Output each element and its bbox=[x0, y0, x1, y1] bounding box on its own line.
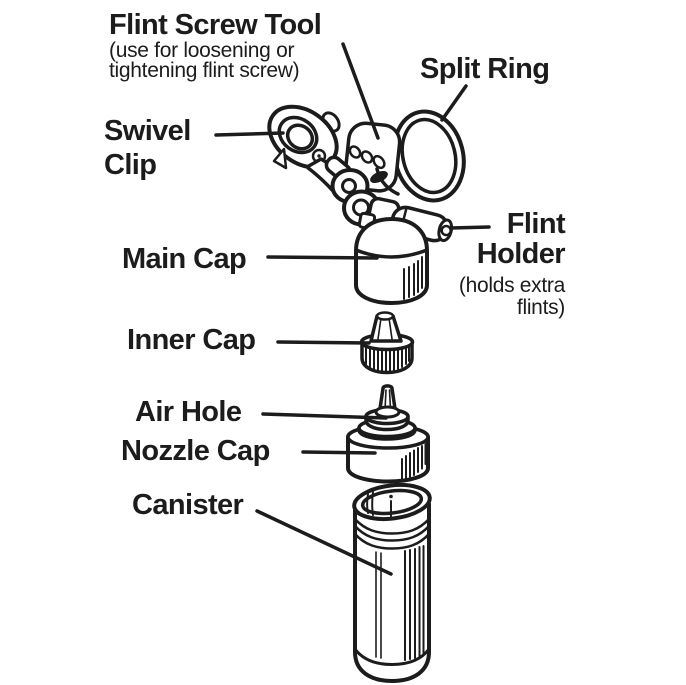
canister-label: Canister bbox=[132, 489, 244, 521]
air-hole-collar bbox=[374, 405, 401, 419]
nozzle-cap-drawing bbox=[346, 384, 430, 484]
air-hole-label: Air Hole bbox=[135, 396, 242, 428]
clasp-gate bbox=[272, 147, 288, 170]
canister-bottom-seam bbox=[353, 647, 431, 666]
main-cap-leader-line bbox=[266, 255, 379, 260]
flint-holder-label: Flint Holder bbox=[476, 208, 566, 270]
tool-hole-1 bbox=[348, 145, 362, 159]
main-cap-drawing bbox=[354, 211, 429, 305]
inner-cap-drawing bbox=[359, 311, 415, 375]
swivel-clip-label: Swivel Clip bbox=[104, 115, 191, 181]
flint-holder-note: (holds extra flints) bbox=[458, 274, 565, 319]
cap-shoulder-line bbox=[354, 248, 429, 259]
swivel-clip-drawing bbox=[267, 104, 381, 227]
main-cap-label: Main Cap bbox=[122, 243, 247, 275]
canister-rib-lines bbox=[375, 545, 425, 661]
inner-cap-label: Inner Cap bbox=[127, 324, 256, 356]
flint-screw-tool-leader-line bbox=[341, 42, 380, 140]
tool-hole-3 bbox=[372, 154, 386, 170]
canister-inner-mark bbox=[389, 494, 393, 499]
ring-pass-through bbox=[375, 167, 400, 196]
tool-hole-2 bbox=[360, 150, 374, 164]
flint-holder-label-block: Flint Holder (holds extra flints) bbox=[430, 208, 566, 319]
nozzle-cap-leader-line bbox=[301, 450, 377, 455]
canister-thread-lines bbox=[353, 517, 431, 550]
split-ring-leader-line bbox=[440, 84, 468, 122]
flint-holder-end-nub bbox=[440, 224, 452, 237]
split-ring-label: Split Ring bbox=[420, 53, 550, 85]
nozzle-cap-label: Nozzle Cap bbox=[121, 435, 270, 467]
inner-cap-leader-line bbox=[276, 340, 371, 345]
canister-leader-line bbox=[255, 509, 393, 576]
swivel-clip-leader-line bbox=[214, 131, 285, 137]
cap-shading-lines bbox=[403, 256, 423, 300]
air-hole-leader-line bbox=[261, 412, 388, 420]
nozzle-knurl-lines bbox=[401, 443, 427, 481]
flint-screw-tool-label: Flint Screw Tool bbox=[109, 9, 322, 41]
canister-drawing bbox=[352, 482, 432, 683]
leader-lines bbox=[214, 42, 491, 576]
clasp-eyelet bbox=[285, 123, 315, 151]
flint-screw-tool-note: (use for loosening or tightening flint s… bbox=[109, 39, 300, 82]
flint-holder-leader-line bbox=[449, 225, 491, 230]
